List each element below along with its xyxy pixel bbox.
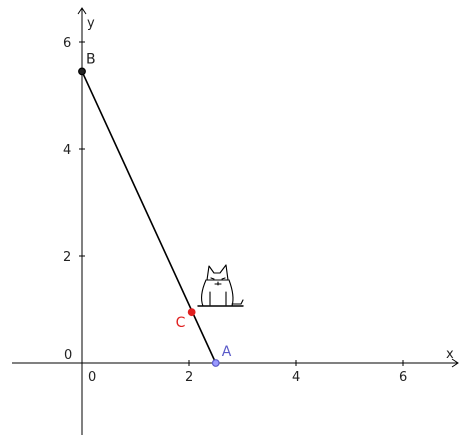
point-label-c: C (176, 315, 186, 331)
point-c[interactable] (187, 308, 196, 317)
x-tick-label: 2 (185, 370, 193, 385)
x-axis-label: x (446, 347, 454, 362)
point-label-a: A (222, 344, 232, 360)
origin-label: 0 (64, 348, 72, 363)
point-a[interactable] (211, 359, 220, 367)
x-tick-label: 4 (292, 370, 300, 385)
axes: x y 0 0 2 4 6 2 4 6 (12, 7, 459, 435)
point-b[interactable] (78, 67, 86, 76)
x-axis-arrow-icon (451, 358, 459, 368)
x-tick-label: 0 (88, 370, 96, 385)
y-tick-label: 4 (63, 143, 71, 158)
y-axis-arrow-icon (77, 7, 87, 15)
tick-marks: 0 2 4 6 2 4 6 (63, 36, 407, 385)
x-tick-label: 6 (399, 370, 407, 385)
y-axis-label: y (87, 16, 95, 31)
points: A B C (78, 51, 232, 367)
y-tick-label: 2 (63, 250, 71, 265)
y-tick-label: 6 (63, 36, 71, 51)
segment-ba[interactable] (81, 71, 217, 364)
cat-icon[interactable] (197, 264, 244, 307)
point-label-b: B (86, 51, 96, 67)
